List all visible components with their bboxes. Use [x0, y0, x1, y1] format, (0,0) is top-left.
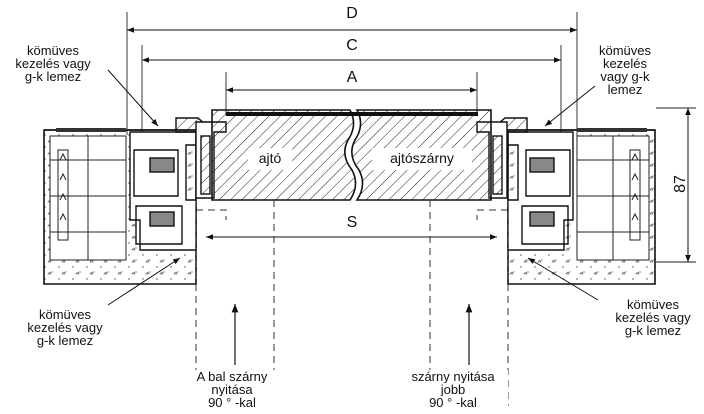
dim-label-s: S [346, 214, 358, 231]
swing-arrows [231, 304, 473, 365]
callout-line: kömüves [38, 307, 92, 322]
swing-line: 90 ° -kal [398, 396, 508, 409]
swing-line: nyitása [182, 383, 282, 396]
callout-line: g-k lemez [24, 69, 82, 84]
panel-label-left: ajtó [258, 150, 282, 166]
callout-line: g-k lemez [36, 333, 94, 348]
dimension-lines [127, 27, 691, 262]
plate-strips [56, 128, 647, 132]
callout-line: lemez [607, 82, 643, 97]
callout-line: kömüves [626, 297, 680, 312]
swing-line: szárny nyitása [398, 370, 508, 383]
callout-line: vagy g-k [600, 69, 650, 84]
callout-line: g-k lemez [624, 323, 682, 338]
dim-label-c: C [346, 37, 358, 54]
callout-line: kömüves [598, 43, 652, 58]
panel-label-boxes [248, 148, 472, 170]
frame-profile-right [490, 117, 574, 251]
block-right [576, 135, 650, 261]
callout-line: kezelés [602, 56, 648, 71]
swing-line: jobb [398, 383, 508, 396]
swing-line: A bal szárny [182, 370, 282, 383]
callout-line: kezelés vagy [27, 320, 103, 335]
swing-line: 90 ° -kal [182, 396, 282, 409]
dim-label-height: 87 [672, 175, 689, 193]
dim-label-d: D [346, 5, 358, 22]
callout-line: kömüves [26, 43, 80, 58]
dim-label-a: A [346, 69, 358, 86]
callout-line: kezelés vagy [15, 56, 91, 71]
panel-label-right: ajtószárny [390, 150, 454, 166]
leader-lines [107, 69, 599, 306]
block-left [49, 135, 127, 261]
callout-line: kezelés vagy [615, 310, 691, 325]
